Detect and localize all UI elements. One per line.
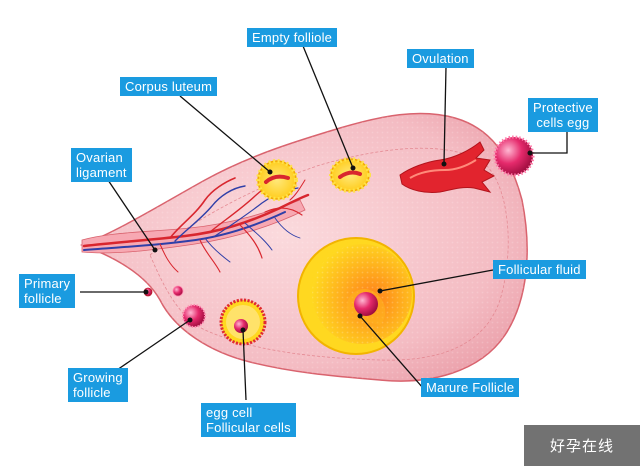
label-growing-follicle: Growing follicle <box>68 368 128 402</box>
label-ovulation: Ovulation <box>407 49 474 68</box>
label-follicular-fluid: Follicular fluid <box>493 260 586 279</box>
label-egg-cell-follicular-cells: egg cell Follicular cells <box>201 403 296 437</box>
watermark-logo: 好孕在线 <box>524 425 640 466</box>
ovulation-site <box>399 141 496 193</box>
mature-follicle <box>297 237 415 355</box>
growing-follicle <box>182 304 206 328</box>
pointer-lines <box>80 45 568 401</box>
label-ovarian-ligament: Ovarian ligament <box>71 148 132 182</box>
released-egg <box>493 135 535 177</box>
label-protective-cells-egg: Protective cells egg <box>528 98 598 132</box>
label-mature-follicle: Marure Follicle <box>421 378 520 397</box>
empty-follicle <box>329 157 371 193</box>
label-empty-follicle: Empty folliole <box>247 28 338 47</box>
ovary-inner-outline <box>149 147 509 361</box>
label-primary-follicle: Primary follicle <box>19 274 76 308</box>
label-corpus-luteum: Corpus luteum <box>120 77 218 96</box>
pointer-dots <box>143 150 533 333</box>
